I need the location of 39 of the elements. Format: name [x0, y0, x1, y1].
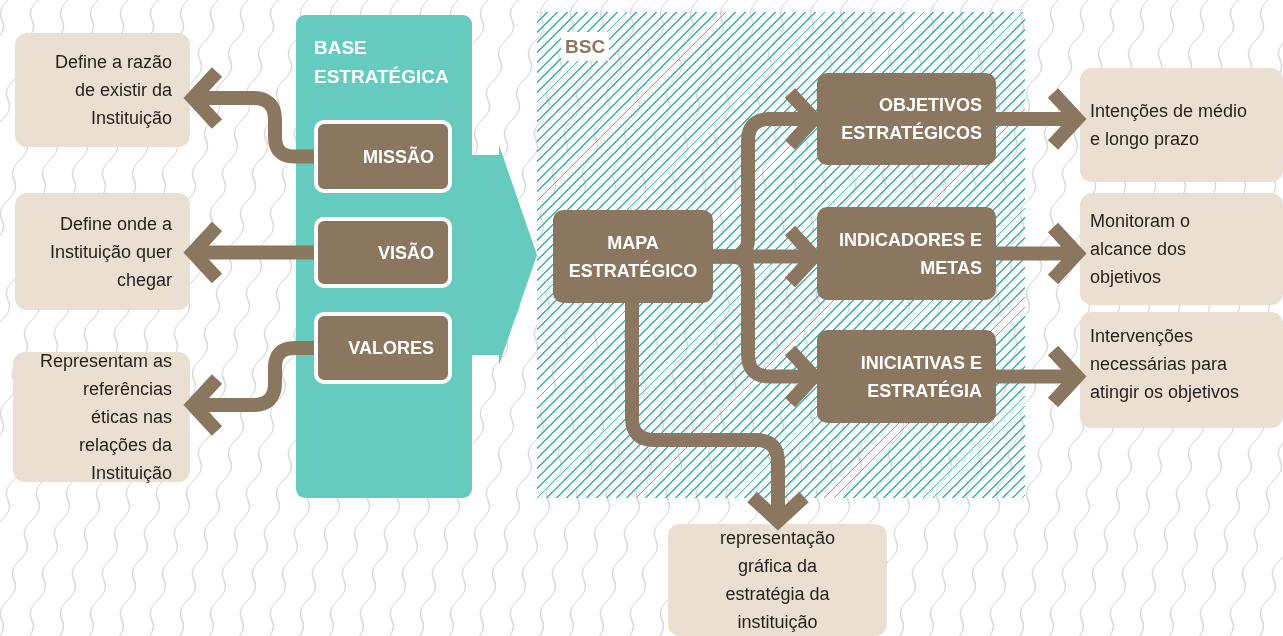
tag-label: MAPA ESTRATÉGICO	[567, 231, 699, 283]
arrow	[186, 341, 314, 438]
hatched-panel	[537, 12, 1025, 498]
note-text: Representam as referências éticas nas relações da Instituição	[38, 350, 172, 485]
label-box	[314, 120, 452, 193]
arrow	[996, 220, 1084, 287]
note-text: Monitoram o alcance dos objetivos	[1090, 210, 1192, 289]
note-box	[1080, 68, 1283, 182]
note-text: Intenções de médio e longo prazo	[1090, 100, 1249, 151]
arrow	[625, 303, 811, 528]
note-box	[15, 33, 190, 147]
base-panel	[296, 15, 472, 498]
label-box	[817, 207, 996, 300]
tag-label: INDICADORES E METAS	[838, 228, 982, 280]
arrow	[186, 65, 314, 164]
tag-label: INICIATIVAS E ESTRATÉGIA	[859, 351, 982, 403]
note-box	[1080, 312, 1283, 428]
tag-label: VALORES	[348, 337, 434, 360]
panel-heading: BSC	[561, 32, 610, 61]
label-box	[314, 312, 452, 384]
tag-label: VISÃO	[378, 241, 434, 265]
tag-label: MISSÃO	[363, 145, 434, 169]
note-text: representação gráfica da estratégia da instituição	[718, 527, 837, 634]
note-box	[13, 352, 190, 482]
label-box	[817, 330, 996, 423]
note-text: Define a razão de existir da Instituição	[53, 51, 172, 130]
note-text: Define onde a Instituição quer chegar	[48, 212, 172, 292]
note-text: Intervenções necessárias para atingir os objetivos	[1090, 325, 1241, 404]
label-box	[314, 217, 452, 288]
label-box	[553, 210, 713, 303]
note-box	[1080, 193, 1283, 305]
arrow	[996, 343, 1084, 410]
note-box	[15, 193, 190, 310]
chevron-arrow	[472, 145, 537, 365]
note-box	[668, 524, 887, 636]
tag-label: OBJETIVOS ESTRATÉGICOS	[840, 94, 982, 145]
arrow	[996, 86, 1084, 152]
label-box	[817, 73, 996, 165]
arrow	[186, 219, 314, 286]
